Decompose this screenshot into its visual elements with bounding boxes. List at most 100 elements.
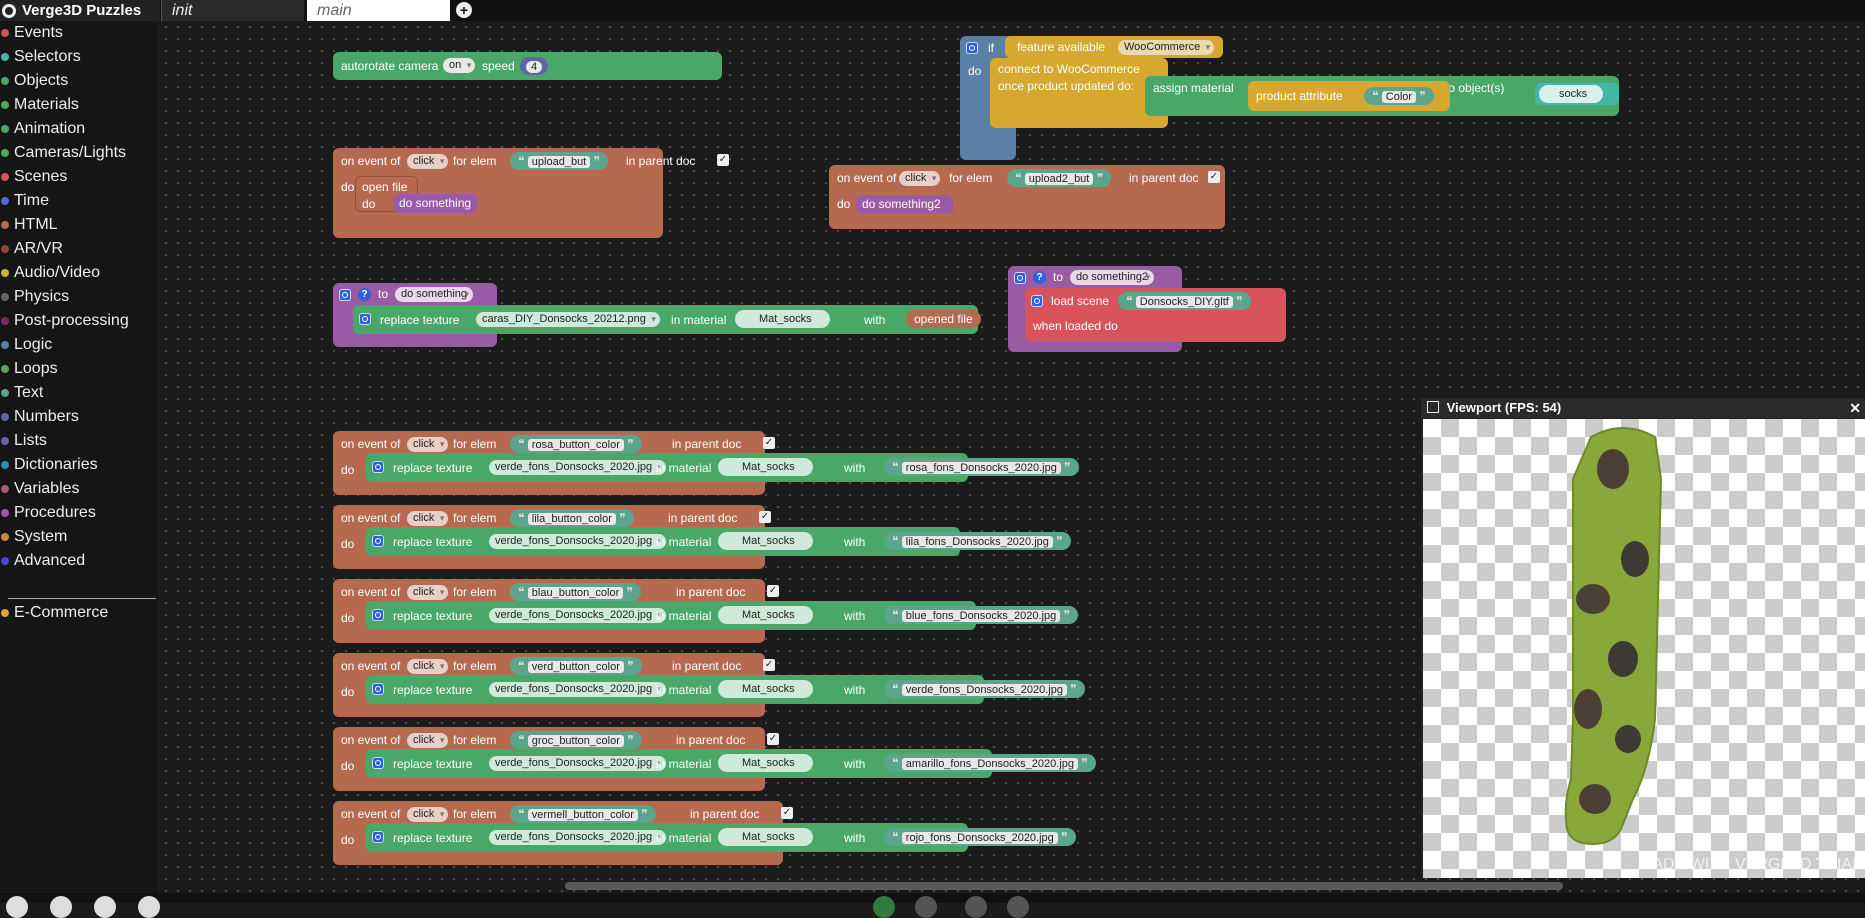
texture-dropdown[interactable]: caras_DIY_Donsocks_20212.png <box>476 312 660 327</box>
material-dropdown[interactable]: Mat_socks <box>718 828 813 846</box>
gear-icon[interactable] <box>1031 295 1043 307</box>
call-do-something2-block[interactable]: do something2 <box>856 195 953 214</box>
string-block[interactable]: ❝ amarillo_fons_Donsocks_2020.jpg ❞ <box>884 754 1096 772</box>
connect-woocommerce-block[interactable]: connect to WooCommerce once product upda… <box>990 58 1168 128</box>
string-block[interactable]: ❝ blau_button_color ❞ <box>510 583 642 601</box>
string-block[interactable]: ❝ groc_button_color ❞ <box>510 731 642 749</box>
sidebar-item-numbers[interactable]: Numbers <box>0 406 79 428</box>
sidebar-item-advanced[interactable]: Advanced <box>0 550 85 572</box>
checkbox[interactable]: ✓ <box>767 733 779 745</box>
material-dropdown[interactable]: Mat_socks <box>718 532 813 550</box>
call-do-something-block[interactable]: do something <box>393 194 478 213</box>
opened-file-block[interactable]: opened file <box>906 310 981 328</box>
speed-number[interactable]: 4 <box>520 57 549 75</box>
event-dropdown[interactable]: click <box>407 585 449 600</box>
gear-icon[interactable] <box>372 831 384 843</box>
toggle-dropdown[interactable]: on <box>443 58 476 73</box>
texture-dropdown[interactable]: verde_fons_Donsocks_2020.jpg <box>489 756 667 771</box>
texture-dropdown[interactable]: verde_fons_Donsocks_2020.jpg <box>489 608 667 623</box>
material-dropdown[interactable]: Mat_socks <box>718 458 813 476</box>
checkbox[interactable]: ✓ <box>759 511 771 523</box>
string-block[interactable]: ❝ rojo_fons_Donsocks_2020.jpg ❞ <box>884 828 1076 846</box>
sidebar-item-time[interactable]: Time <box>0 190 49 212</box>
texture-dropdown[interactable]: verde_fons_Donsocks_2020.jpg <box>489 534 667 549</box>
viewport-panel[interactable]: Viewport (FPS: 54) ✕ MADE WITH VERGE3D T… <box>1421 398 1865 878</box>
string-block[interactable]: ❝ upload2_but ❞ <box>1007 169 1112 187</box>
tab-init[interactable]: init <box>161 0 304 21</box>
viewport-canvas[interactable]: MADE WITH VERGE3D TRIAL <box>1423 419 1865 878</box>
checkbox[interactable]: ✓ <box>1208 171 1220 183</box>
texture-dropdown[interactable]: verde_fons_Donsocks_2020.jpg <box>489 460 667 475</box>
gear-icon[interactable] <box>372 535 384 547</box>
bottom-button[interactable] <box>94 896 116 918</box>
gear-icon[interactable] <box>372 609 384 621</box>
sidebar-item-loops[interactable]: Loops <box>0 358 58 380</box>
checkbox[interactable]: ✓ <box>781 807 793 819</box>
procedure-name-field[interactable]: do something <box>395 287 474 302</box>
sidebar-item-animation[interactable]: Animation <box>0 118 85 140</box>
gear-icon[interactable] <box>372 461 384 473</box>
product-attribute-block[interactable]: product attribute ❝ Color ❞ <box>1248 81 1450 111</box>
bottom-button[interactable] <box>965 896 987 918</box>
gear-icon[interactable] <box>372 683 384 695</box>
string-block[interactable]: ❝ lila_fons_Donsocks_2020.jpg ❞ <box>884 532 1071 550</box>
sidebar-item-physics[interactable]: Physics <box>0 286 69 308</box>
event-dropdown[interactable]: click <box>407 733 449 748</box>
event-dropdown[interactable]: click <box>899 171 941 186</box>
object-selector-block[interactable]: socks <box>1535 83 1619 105</box>
string-block[interactable]: ❝ rosa_fons_Donsocks_2020.jpg ❞ <box>884 458 1079 476</box>
material-dropdown[interactable]: Mat_socks <box>718 754 813 772</box>
material-dropdown[interactable]: Mat_socks <box>735 310 830 328</box>
sidebar-item-cameras-lights[interactable]: Cameras/Lights <box>0 142 126 164</box>
sidebar-item-system[interactable]: System <box>0 526 67 548</box>
sidebar-item-events[interactable]: Events <box>0 22 63 44</box>
event-dropdown[interactable]: click <box>407 437 449 452</box>
sidebar-item-dictionaries[interactable]: Dictionaries <box>0 454 98 476</box>
checkbox[interactable]: ✓ <box>763 437 775 449</box>
sidebar-item-text[interactable]: Text <box>0 382 43 404</box>
string-block[interactable]: ❝ upload_but ❞ <box>510 152 609 170</box>
string-block[interactable]: ❝ verd_button_color ❞ <box>510 657 642 675</box>
autorotate-camera-block[interactable]: autorotate camera on speed 4 <box>333 52 722 80</box>
pause-icon[interactable] <box>1427 401 1439 413</box>
gear-icon[interactable] <box>1014 272 1026 284</box>
bottom-button[interactable] <box>873 896 895 918</box>
gear-icon[interactable] <box>372 757 384 769</box>
feature-available-block[interactable]: feature available WooCommerce <box>1005 36 1223 58</box>
string-block[interactable]: ❝ vermell_button_color ❞ <box>510 805 656 823</box>
sidebar-item-scenes[interactable]: Scenes <box>0 166 67 188</box>
horizontal-scrollbar[interactable] <box>565 882 1563 890</box>
checkbox[interactable]: ✓ <box>767 585 779 597</box>
sidebar-item-html[interactable]: HTML <box>0 214 58 236</box>
sidebar-item-materials[interactable]: Materials <box>0 94 79 116</box>
string-block[interactable]: ❝ rosa_button_color ❞ <box>510 435 642 453</box>
bottom-button[interactable] <box>50 896 72 918</box>
procedure-name-field[interactable]: do something2 <box>1070 270 1155 285</box>
material-dropdown[interactable]: Mat_socks <box>718 606 813 624</box>
feature-dropdown[interactable]: WooCommerce <box>1118 40 1215 55</box>
checkbox[interactable]: ✓ <box>717 154 729 166</box>
sidebar-item-post-processing[interactable]: Post-processing <box>0 310 129 332</box>
gear-icon[interactable] <box>339 289 351 301</box>
tab-main[interactable]: main <box>307 0 450 21</box>
bottom-button[interactable] <box>915 896 937 918</box>
gear-icon[interactable] <box>359 313 371 325</box>
sidebar-item-variables[interactable]: Variables <box>0 478 80 500</box>
sidebar-item-procedures[interactable]: Procedures <box>0 502 96 524</box>
close-icon[interactable]: ✕ <box>1849 400 1861 416</box>
string-block[interactable]: ❝ lila_button_color ❞ <box>510 509 634 527</box>
event-dropdown[interactable]: click <box>407 659 449 674</box>
help-icon[interactable]: ? <box>358 288 371 301</box>
string-block[interactable]: ❝ Color ❞ <box>1364 87 1434 105</box>
string-block[interactable]: ❝ Donsocks_DIY.gltf ❞ <box>1118 292 1251 310</box>
bottom-button[interactable] <box>138 896 160 918</box>
checkbox[interactable]: ✓ <box>763 659 775 671</box>
material-dropdown[interactable]: Mat_socks <box>718 680 813 698</box>
replace-texture-block[interactable]: replace texture caras_DIY_Donsocks_20212… <box>353 305 981 334</box>
load-scene-block[interactable]: load scene ❝ Donsocks_DIY.gltf ❞ when lo… <box>1025 288 1286 342</box>
event-dropdown[interactable]: click <box>407 807 449 822</box>
